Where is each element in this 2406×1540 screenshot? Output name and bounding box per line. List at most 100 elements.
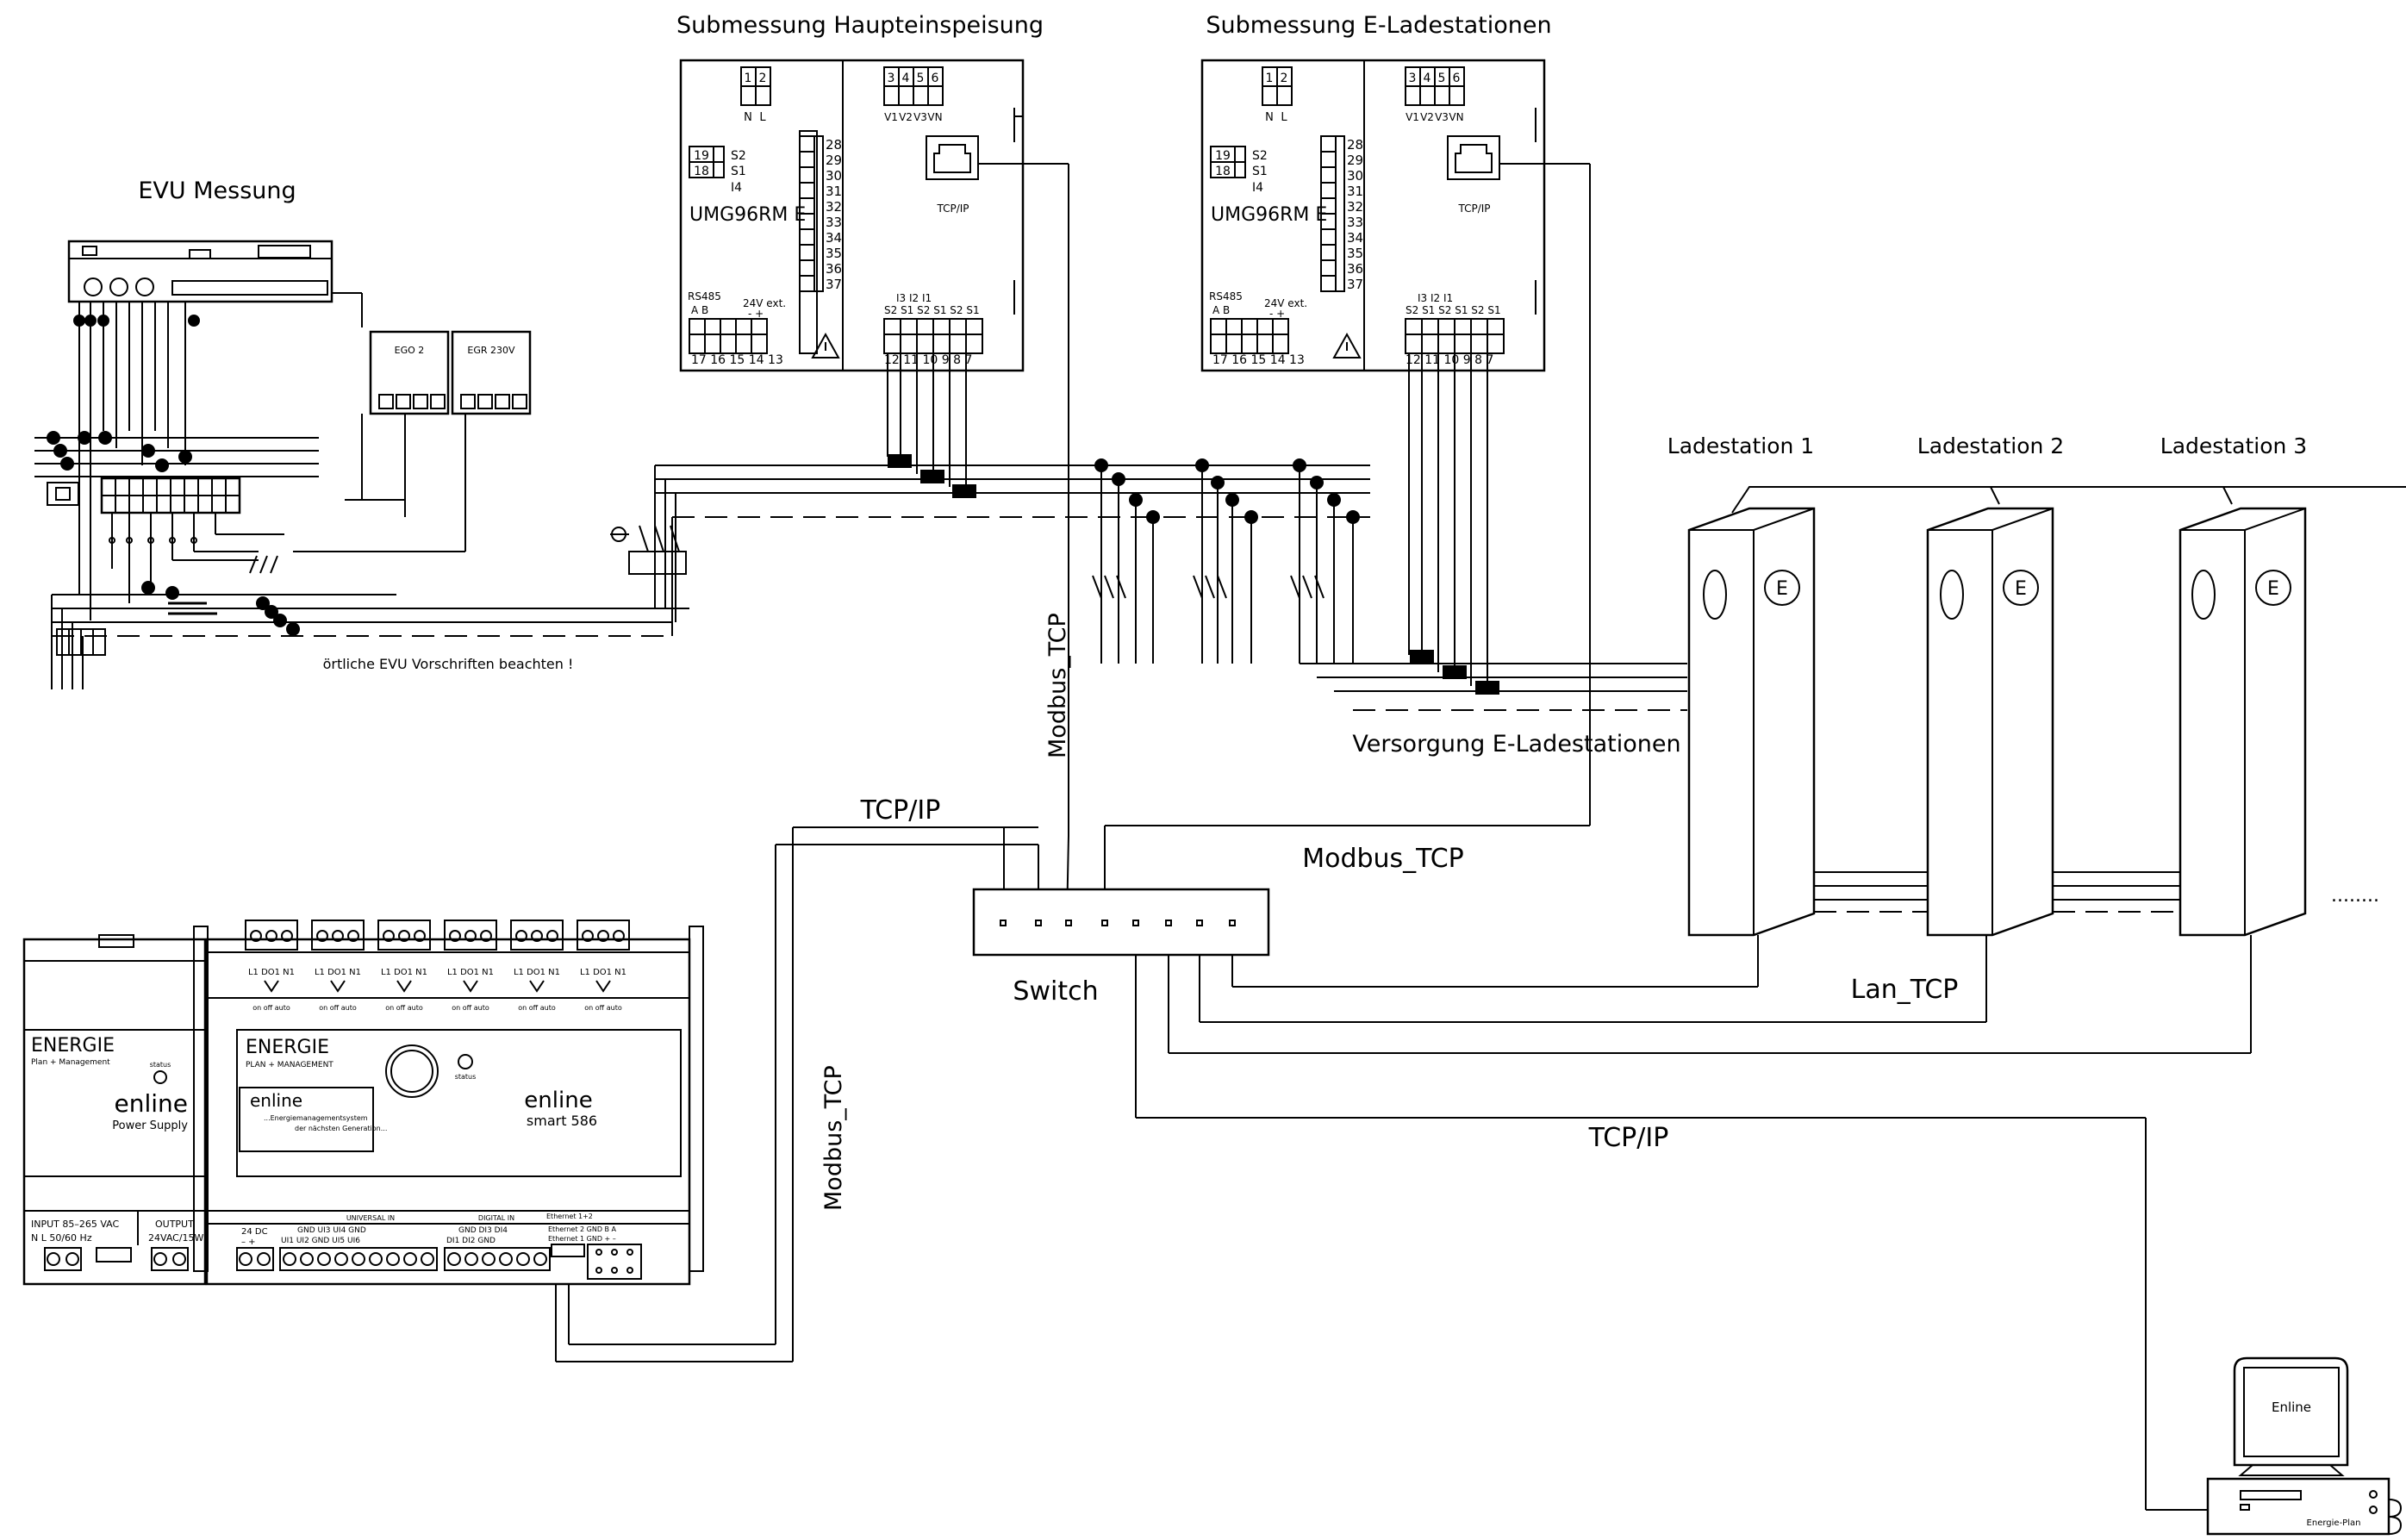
term-6: 6 <box>1453 72 1461 85</box>
terms-12-7: 12 11 10 9 8 7 <box>884 353 972 367</box>
term-v2: V2 <box>1420 111 1434 123</box>
term-30: 30 <box>1347 168 1363 184</box>
term-v3: V3 <box>913 111 927 123</box>
ctrl-inner-line1: ...Energiemanagementsystem <box>264 1114 368 1122</box>
meter-e-ladestationen: 1 2 N L 3 4 5 6 V1 V2 V3 VN 19 18 S2 S1 … <box>1200 59 1546 372</box>
ps-brand: ENERGIE <box>31 1035 115 1057</box>
pc-screen-label: Enline <box>2272 1400 2311 1415</box>
meter-tcpip-label: TCP/IP <box>1457 203 1490 215</box>
term-35: 35 <box>1347 246 1363 261</box>
ctrl-brand-sub: PLAN + MANAGEMENT <box>246 1061 333 1069</box>
ctrl-di-row1: GND DI3 DI4 <box>458 1226 508 1235</box>
term-36: 36 <box>826 261 842 277</box>
term-s1: S1 <box>731 165 746 178</box>
term-28: 28 <box>826 137 842 153</box>
term-29: 29 <box>1347 153 1363 168</box>
term-18: 18 <box>694 165 709 178</box>
enline-controller: L1 DO1 N1 L1 DO1 N1 L1 DO1 N1 L1 DO1 N1 … <box>193 920 704 1286</box>
term-5: 5 <box>917 72 925 85</box>
term-s2: S2 <box>1252 149 1268 163</box>
charging-stations: Ladestation 1 Ladestation 2 Ladestation … <box>1667 433 2406 937</box>
modbus-tcp-vertical-2-label: Modbus_TCP <box>820 1065 847 1211</box>
term-31: 31 <box>826 184 842 199</box>
ps-status-led-icon <box>153 1070 167 1084</box>
warning-icon <box>1332 332 1362 359</box>
relay-3-label: L1 DO1 N1 <box>381 968 427 977</box>
relay-4-label: L1 DO1 N1 <box>447 968 494 977</box>
meter-haupteinspeisung: 1 2 N L 3 4 5 6 V1 V2 V3 VN 19 18 S2 S1 … <box>679 59 1025 372</box>
term-s1: S1 <box>1252 165 1268 178</box>
ctrl-status-led-icon <box>458 1054 473 1069</box>
terms-12-7: 12 11 10 9 8 7 <box>1406 353 1493 367</box>
rs485-ab-label: A B <box>1212 304 1230 316</box>
term-l: L <box>759 111 766 124</box>
term-i4: I4 <box>1252 181 1263 195</box>
24v-polarity-label: - + <box>1269 308 1285 320</box>
ps-input-label: INPUT 85–265 VAC <box>31 1219 120 1230</box>
station-1-label: Ladestation 1 <box>1667 433 1814 458</box>
ps-output-label: OUTPUT <box>155 1219 194 1230</box>
ps-name: enline <box>114 1089 188 1118</box>
term-v2: V2 <box>899 111 913 123</box>
station-2: E <box>1926 507 2054 937</box>
term-6: 6 <box>932 72 939 85</box>
term-vn: VN <box>1449 111 1463 123</box>
warning-icon <box>811 332 840 359</box>
term-v1: V1 <box>884 111 898 123</box>
relay-3-modes: on off auto <box>385 1004 423 1012</box>
current-inputs-label: I3 I2 I1 <box>1418 292 1453 304</box>
power-supply-module: ENERGIE Plan + Management status enline … <box>22 934 207 1286</box>
24v-polarity-label: - + <box>748 308 764 320</box>
term-4: 4 <box>1424 72 1431 85</box>
rs485-ab-label: A B <box>691 304 708 316</box>
24v-label: 24V ext. <box>743 297 786 309</box>
ego-label: EGO 2 <box>395 345 425 356</box>
term-n: N <box>1265 111 1274 124</box>
relay-4-modes: on off auto <box>452 1004 489 1012</box>
tcp-ip-top-label: TCP/IP <box>860 795 941 826</box>
term-v3: V3 <box>1435 111 1449 123</box>
term-3: 3 <box>1409 72 1417 85</box>
term-2: 2 <box>1281 72 1288 85</box>
ps-desc: Power Supply <box>112 1119 188 1132</box>
term-18: 18 <box>1215 165 1231 178</box>
versorgung-label: Versorgung E-Ladestationen <box>1352 731 1680 758</box>
ctrl-inner-line2: der nächsten Generation... <box>295 1125 387 1132</box>
term-n: N <box>744 111 752 124</box>
switch-label: Switch <box>1013 976 1098 1007</box>
term-s2: S2 <box>731 149 746 163</box>
term-37: 37 <box>826 277 842 292</box>
ctrl-brand: ENERGIE <box>246 1037 329 1058</box>
term-34: 34 <box>826 230 842 246</box>
ctrl-24dc-polarity: – + <box>241 1238 256 1247</box>
term-31: 31 <box>1347 184 1363 199</box>
term-l: L <box>1281 111 1287 124</box>
ctrl-ui-row1: GND UI3 UI4 GND <box>297 1226 366 1235</box>
ctrl-eth-row2: Ethernet 1 GND + – <box>548 1235 616 1243</box>
term-i4: I4 <box>731 181 742 195</box>
station-1-e-icon: E <box>1776 578 1788 600</box>
relay-6-label: L1 DO1 N1 <box>580 968 626 977</box>
ps-brand-sub: Plan + Management <box>31 1058 110 1067</box>
term-33: 33 <box>826 215 842 230</box>
term-35: 35 <box>826 246 842 261</box>
term-36: 36 <box>1347 261 1363 277</box>
relay-5-modes: on off auto <box>518 1004 556 1012</box>
egr-label: EGR 230V <box>467 345 515 356</box>
more-stations-ellipsis: ........ <box>2331 885 2379 907</box>
term-30: 30 <box>826 168 842 184</box>
station-1: E <box>1687 507 1816 937</box>
relay-2-modes: on off auto <box>319 1004 357 1012</box>
modbus-tcp-horizontal-label: Modbus_TCP <box>1302 844 1464 874</box>
lan-tcp-label: Lan_TCP <box>1851 975 1959 1005</box>
ctrl-di-row2: DI1 DI2 GND <box>446 1237 496 1245</box>
station-2-e-icon: E <box>2015 578 2027 600</box>
ps-output-sub: 24VAC/15W <box>148 1232 204 1244</box>
relay-outputs: L1 DO1 N1 L1 DO1 N1 L1 DO1 N1 L1 DO1 N1 … <box>207 920 689 1012</box>
station-3-e-icon: E <box>2267 578 2279 600</box>
term-29: 29 <box>826 153 842 168</box>
ctrl-24dc-label: 24 DC <box>241 1227 268 1237</box>
ctrl-universal-in-label: UNIVERSAL IN <box>346 1214 395 1222</box>
terminals-28-37: 28 29 30 31 32 33 34 35 36 37 <box>799 135 842 292</box>
